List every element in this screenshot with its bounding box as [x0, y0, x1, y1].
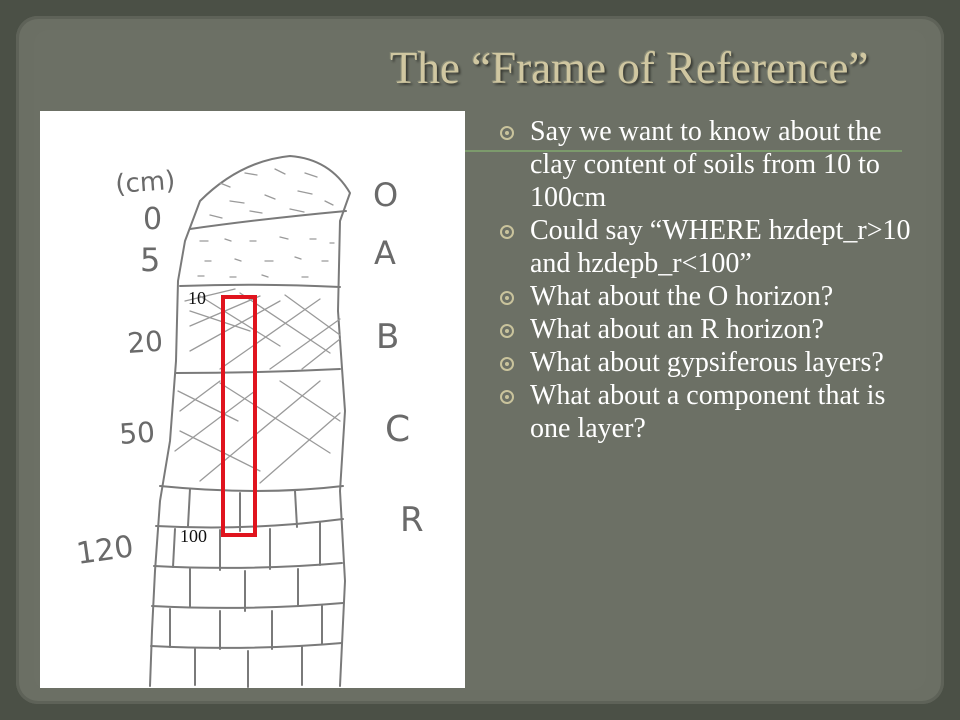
bullet-item: What about a component that is one layer…	[498, 379, 918, 445]
boundary-c-r	[159, 485, 344, 492]
horizon-label-b: B	[376, 317, 399, 357]
depth-tick-120: 120	[74, 529, 136, 572]
bullet-icon	[500, 357, 514, 371]
horizon-label-a: A	[374, 234, 396, 272]
units-label: (cm)	[114, 166, 176, 200]
depth-tick-0: 0	[143, 202, 162, 237]
depth-range-bracket	[221, 295, 257, 537]
bullet-icon	[500, 324, 514, 338]
bullet-text: Say we want to know about the clay conte…	[530, 116, 882, 213]
a-horizon-texture	[197, 236, 335, 278]
bullet-text: What about a component that is one layer…	[530, 380, 886, 444]
boundary-o-a	[189, 210, 347, 230]
bullet-item: What about an R horizon?	[498, 313, 918, 346]
boundary-b-c	[175, 368, 341, 374]
c-horizon-texture	[174, 380, 341, 484]
bullet-list: Say we want to know about the clay conte…	[498, 115, 918, 445]
bullet-item: What about the O horizon?	[498, 280, 918, 313]
depth-tick-50: 50	[118, 416, 156, 451]
soil-profile-sketch: (cm) 0 5 20 50 120 O A B C R 10 100	[74, 155, 424, 688]
depth-tick-5: 5	[140, 241, 160, 279]
profile-outline	[149, 155, 351, 687]
bullet-icon	[500, 225, 514, 239]
b-horizon-texture	[184, 288, 341, 370]
bullet-text: What about gypsiferous layers?	[530, 347, 884, 378]
bullet-icon	[500, 126, 514, 140]
bracket-top-label: 10	[188, 288, 206, 308]
bullet-text: Could say “WHERE hzdept_r>10 and hzdepb_…	[530, 215, 911, 279]
bullet-icon	[500, 390, 514, 404]
bullet-text: What about the O horizon?	[530, 281, 834, 312]
bullet-icon	[500, 291, 514, 305]
bullet-item: What about gypsiferous layers?	[498, 346, 918, 379]
bracket-bottom-label: 100	[180, 526, 207, 546]
title-divider	[462, 150, 902, 152]
horizon-label-o: O	[373, 176, 398, 214]
o-horizon-texture	[209, 168, 334, 219]
r-horizon-bricks	[150, 488, 344, 688]
horizon-label-r: R	[400, 500, 424, 540]
soil-profile-drawing: (cm) 0 5 20 50 120 O A B C R 10 100	[40, 111, 465, 688]
depth-tick-20: 20	[126, 325, 164, 360]
slide-title: The “Frame of Reference”	[390, 43, 869, 93]
bullet-item: Could say “WHERE hzdept_r>10 and hzdepb_…	[498, 214, 918, 280]
bullet-item: Say we want to know about the clay conte…	[498, 115, 918, 214]
horizon-label-c: C	[385, 409, 410, 450]
bullet-text: What about an R horizon?	[530, 314, 824, 345]
boundary-a-b	[179, 283, 341, 288]
